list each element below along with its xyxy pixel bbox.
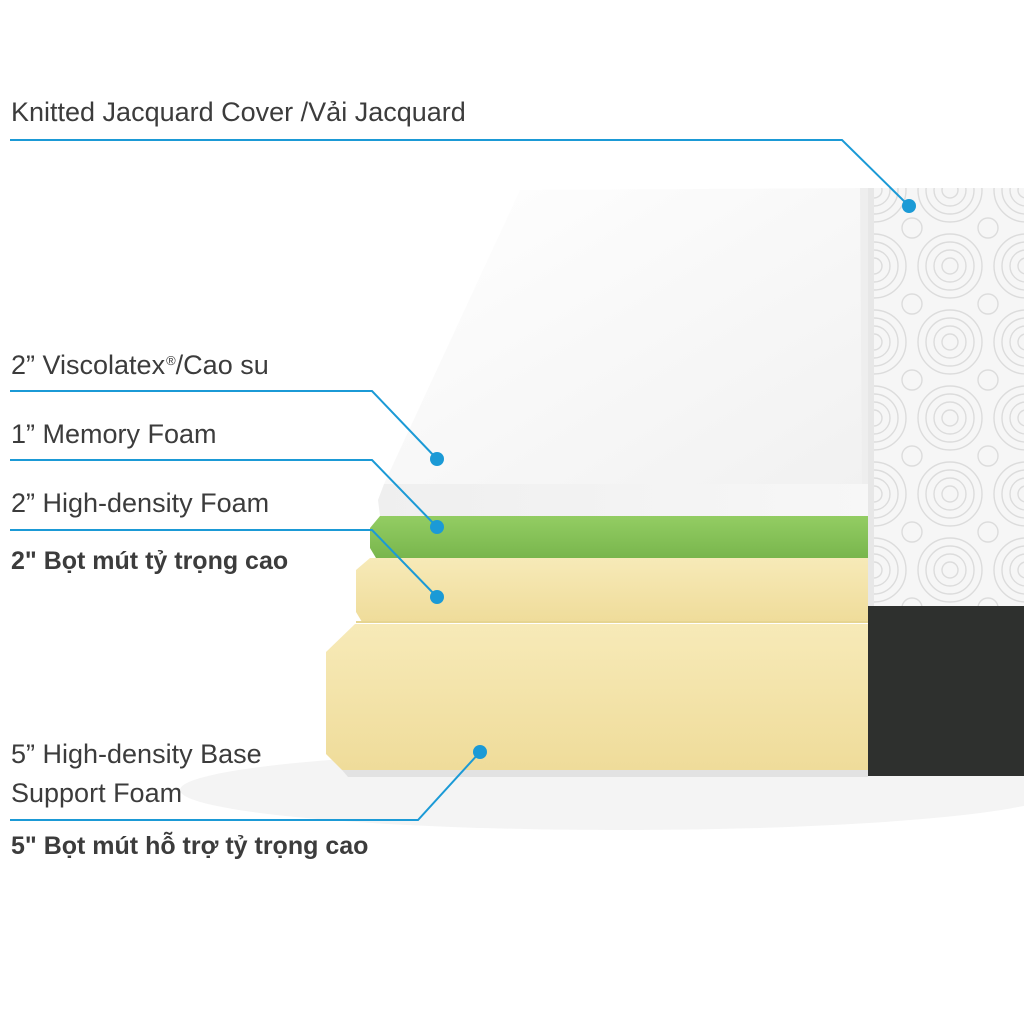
dot-cover: [902, 199, 916, 213]
dot-viscolatex: [430, 452, 444, 466]
label-high-density: 2” High-density Foam: [11, 488, 270, 518]
high-density-foam-layer: [356, 558, 868, 622]
label-base-vi: 5" Bọt mút hỗ trợ tỷ trọng cao: [11, 832, 369, 860]
label-viscolatex: 2” Viscolatex®/Cao su: [11, 349, 269, 381]
label-base-line2: Support Foam: [11, 778, 183, 808]
dot-base: [473, 745, 487, 759]
label-viscolatex-vi: /Cao su: [175, 350, 269, 380]
label-cover-en: Knitted Jacquard Cover: [11, 97, 294, 127]
label-base-line1: 5” High-density Base: [11, 739, 262, 769]
base-side-band: [868, 606, 1024, 776]
leader-viscolatex: [10, 390, 438, 460]
leader-lines: [10, 139, 910, 821]
label-high-density-vi: 2" Bọt mút tỷ trọng cao: [11, 547, 289, 575]
leader-high-density: [10, 529, 438, 598]
leader-cover: [10, 139, 910, 207]
label-cover-sep: /: [293, 97, 309, 127]
leader-base: [10, 751, 481, 821]
viscolatex-layer: [378, 484, 868, 516]
leader-dots: [430, 199, 916, 759]
dot-high-density: [430, 590, 444, 604]
registered-mark: ®: [166, 353, 176, 368]
base-foam-layer: [326, 624, 868, 777]
label-cover: Knitted Jacquard Cover /Vải Jacquard: [11, 96, 466, 128]
dot-memory: [430, 520, 444, 534]
cover-side-panel: [868, 188, 1024, 608]
memory-foam-layer: [370, 516, 868, 558]
label-cover-vi: Vải Jacquard: [308, 97, 466, 127]
label-memory: 1” Memory Foam: [11, 419, 217, 449]
leader-memory: [10, 459, 438, 528]
cover-top-surface: [384, 188, 868, 484]
label-viscolatex-en: 2” Viscolatex: [11, 350, 166, 380]
